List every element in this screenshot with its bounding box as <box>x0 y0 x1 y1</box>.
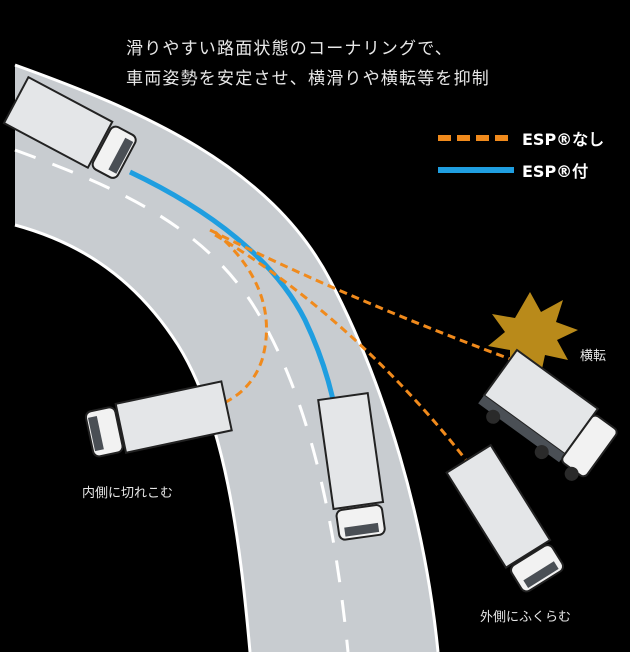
caption-line-2: 車両姿勢を安定させ、横滑りや横転等を抑制 <box>126 69 490 89</box>
legend-without-esp: ESP®なし <box>438 126 604 150</box>
legend-without-esp-label: ESP®なし <box>522 130 605 149</box>
truck-with-esp <box>317 391 386 541</box>
caption-line-1: 滑りやすい路面状態のコーナリングで、 <box>126 39 453 59</box>
caption: 滑りやすい路面状態のコーナリングで、 車両姿勢を安定させ、横滑りや横転等を抑制 <box>126 34 490 94</box>
truck-start <box>2 75 137 179</box>
road-edge-outer <box>14 63 440 652</box>
solid-blue-swatch-icon <box>438 167 514 173</box>
dashed-orange-swatch-icon <box>438 135 514 141</box>
truck-outside <box>445 443 565 593</box>
legend-with-esp: ESP®付 <box>438 158 588 182</box>
label-drift-outside: 外側にふくらむ <box>480 610 572 625</box>
path-without-esp-rollover <box>209 228 545 374</box>
path-without-esp-outside <box>214 233 498 504</box>
road-edge-inner <box>14 223 252 652</box>
impact-burst-icon <box>488 292 578 378</box>
truck-rollover <box>478 348 618 481</box>
road-center-line <box>14 148 350 652</box>
truck-inside <box>84 380 233 458</box>
label-rollover: 横転 <box>580 349 607 364</box>
label-cut-inside: 内側に切れこむ <box>82 486 174 501</box>
legend-with-esp-label: ESP®付 <box>522 162 589 181</box>
